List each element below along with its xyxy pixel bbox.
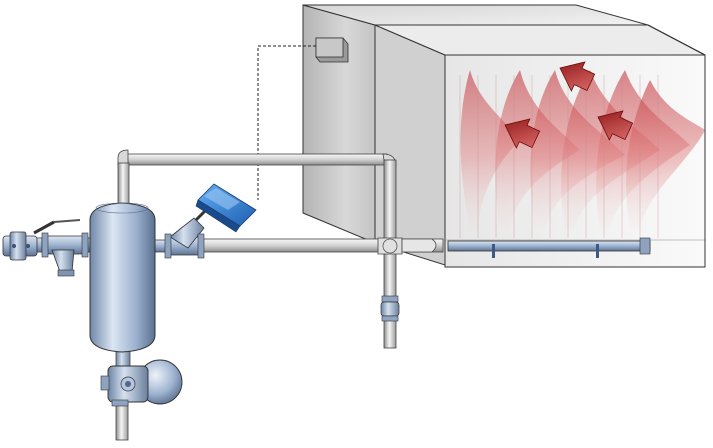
arrow-icon bbox=[597, 110, 634, 141]
airflow-arrows bbox=[504, 61, 634, 149]
float-steam-trap bbox=[100, 359, 183, 407]
arrow-icon bbox=[559, 61, 596, 92]
separator-vessel bbox=[89, 202, 156, 353]
controller-box bbox=[315, 37, 349, 63]
actuator-icon bbox=[195, 183, 257, 233]
control-valve-with-actuator bbox=[164, 183, 257, 259]
check-valve bbox=[380, 295, 400, 322]
arrow-icon bbox=[504, 118, 541, 149]
steam-distribution-lance bbox=[447, 237, 651, 258]
strainer bbox=[41, 232, 89, 277]
steam-plume bbox=[459, 70, 705, 238]
inlet-ball-valve bbox=[2, 219, 81, 261]
control-signal-line bbox=[257, 45, 316, 200]
